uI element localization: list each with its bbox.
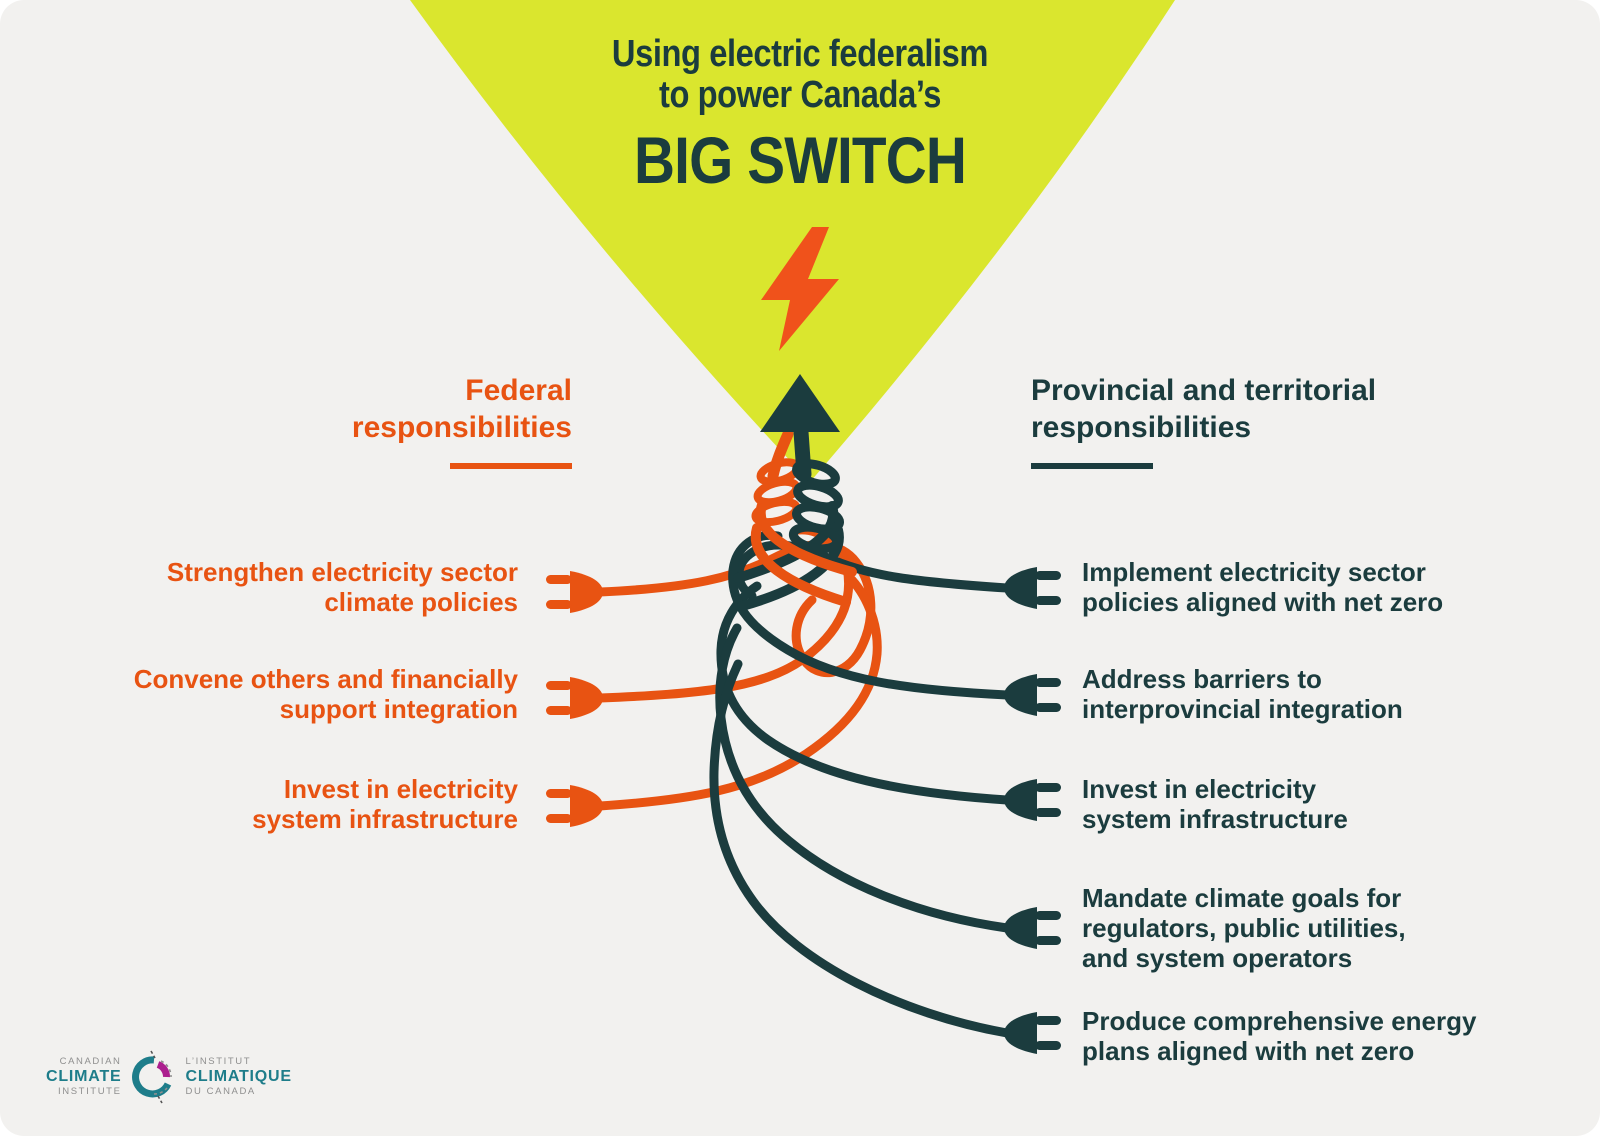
provincial-item-3: Invest in electricity system infrastruct… (1082, 774, 1348, 834)
logo-fr-line-3: DU CANADA (185, 1086, 256, 1097)
federal-heading-line-1: Federal (465, 374, 572, 407)
plug-icon (1004, 674, 1061, 716)
provincial-item-5-line-1: Produce comprehensive energy (1082, 1006, 1477, 1036)
federal-plugs (546, 571, 603, 827)
provincial-heading: Provincial and territorial responsibilit… (1031, 372, 1376, 469)
provincial-item-5: Produce comprehensive energy plans align… (1082, 1006, 1476, 1066)
provincial-item-3-line-2: system infrastructure (1082, 804, 1348, 834)
title-big-switch: BIG SWITCH (634, 123, 967, 197)
provincial-item-1: Implement electricity sector policies al… (1082, 557, 1443, 617)
provincial-item-4: Mandate climate goals for regulators, pu… (1082, 883, 1406, 973)
lightning-bolt-icon (761, 227, 839, 351)
provincial-item-2-line-1: Address barriers to (1082, 664, 1322, 694)
federal-heading-underline (450, 463, 572, 469)
federal-item-3-line-1: Invest in electricity (283, 774, 518, 804)
federal-item-3: Invest in electricity system infrastruct… (252, 774, 518, 834)
climate-institute-logo: CANADIAN CLIMATE INSTITUTE L’INSTITUT CL… (46, 1048, 292, 1106)
federal-item-2-line-1: Convene others and financially (133, 664, 518, 694)
federal-item-3-line-2: system infrastructure (252, 804, 518, 834)
plug-icon (546, 785, 603, 827)
logo-text-french: L’INSTITUT CLIMATIQUE DU CANADA (186, 1056, 292, 1098)
provincial-heading-underline (1031, 463, 1153, 469)
provincial-cables (709, 530, 1012, 1038)
provincial-item-1-line-1: Implement electricity sector (1082, 557, 1426, 587)
provincial-item-5-line-2: plans aligned with net zero (1082, 1036, 1415, 1066)
federal-item-2-line-2: support integration (279, 694, 518, 724)
logo-fr-line-1: L’INSTITUT (185, 1056, 252, 1067)
provincial-plugs (1004, 567, 1061, 1054)
provincial-heading-line-2: responsibilities (1031, 411, 1252, 444)
federal-heading-line-2: responsibilities (351, 411, 572, 444)
logo-en-line-2: CLIMATE (46, 1068, 122, 1085)
plug-icon (1004, 567, 1061, 609)
cable-braid (733, 424, 857, 611)
up-arrow-icon (760, 374, 840, 432)
logo-text-english: CANADIAN CLIMATE INSTITUTE (46, 1056, 122, 1098)
federal-item-2: Convene others and financially support i… (134, 664, 518, 724)
federal-heading: Federal responsibilities (352, 372, 572, 469)
logo-en-line-3: INSTITUTE (58, 1086, 122, 1097)
federal-item-1: Strengthen electricity sector climate po… (167, 557, 518, 617)
provincial-item-2-line-2: interprovincial integration (1082, 694, 1403, 724)
federal-item-1-line-1: Strengthen electricity sector (166, 557, 518, 587)
beam-triangle (410, 0, 1175, 482)
federal-item-1-line-2: climate policies (324, 587, 518, 617)
climate-institute-logo-mark (131, 1050, 172, 1104)
plug-icon (546, 571, 603, 613)
provincial-item-2: Address barriers to interprovincial inte… (1082, 664, 1403, 724)
provincial-item-4-line-2: regulators, public utilities, (1082, 913, 1406, 943)
provincial-item-4-line-3: and system operators (1082, 943, 1353, 973)
page-title: Using electric federalism to power Canad… (112, 33, 1488, 197)
plug-icon (1004, 1012, 1061, 1054)
logo-en-line-1: CANADIAN (59, 1056, 122, 1067)
provincial-item-4-line-1: Mandate climate goals for (1082, 883, 1402, 913)
plug-icon (546, 677, 603, 719)
title-line-1: Using electric federalism (611, 33, 989, 75)
plug-icon (1004, 907, 1061, 949)
title-line-2: to power Canada’s (658, 74, 942, 116)
provincial-item-1-line-2: policies aligned with net zero (1082, 587, 1444, 617)
plug-icon (1004, 779, 1061, 821)
provincial-heading-line-1: Provincial and territorial (1031, 374, 1377, 407)
logo-fr-line-2: CLIMATIQUE (185, 1068, 292, 1085)
provincial-item-3-line-1: Invest in electricity (1082, 774, 1317, 804)
